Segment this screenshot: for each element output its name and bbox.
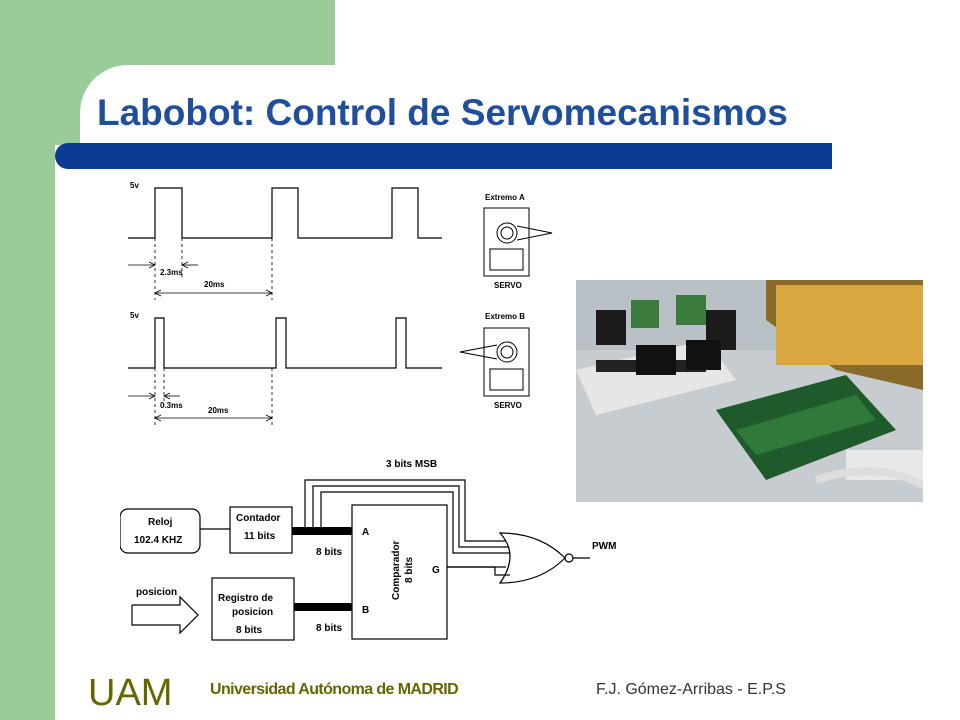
bus-b-label: 8 bits bbox=[316, 623, 343, 634]
servo-a-label: Extremo A bbox=[485, 193, 525, 202]
port-a: A bbox=[362, 527, 369, 538]
msb-label: 3 bits MSB bbox=[386, 459, 437, 470]
side-band bbox=[0, 0, 55, 720]
bus-a-label: 8 bits bbox=[316, 547, 343, 558]
bus-a bbox=[292, 527, 352, 535]
output-label: PWM bbox=[592, 541, 616, 552]
register-label: Registro de bbox=[218, 593, 273, 604]
comparator-bits: 8 bits bbox=[404, 556, 415, 583]
counter-bits: 11 bits bbox=[244, 531, 276, 542]
clock-frequency: 102.4 KHZ bbox=[134, 535, 182, 546]
voltage-label-top: 5v bbox=[130, 181, 139, 190]
servo-a-caption: SERVO bbox=[494, 281, 522, 290]
voltage-label-bottom: 5v bbox=[130, 311, 139, 320]
servo-b-label: Extremo B bbox=[485, 312, 525, 321]
period-label-top: 20ms bbox=[204, 280, 225, 289]
bus-b bbox=[294, 603, 352, 611]
timing-diagram: 5v 2.3ms 20ms 5v 0.3ms 20ms Extremo A SE… bbox=[128, 181, 553, 425]
register-bits: 8 bits bbox=[236, 625, 263, 636]
labobot-photo bbox=[576, 280, 923, 502]
servo-icon-b bbox=[459, 327, 530, 397]
clock-label: Reloj bbox=[148, 517, 173, 528]
servo-b-caption: SERVO bbox=[494, 401, 522, 410]
period-label-bottom: 20ms bbox=[208, 406, 229, 415]
port-b: B bbox=[362, 605, 369, 616]
svg-text:UAM: UAM bbox=[88, 672, 172, 712]
counter-label: Contador bbox=[236, 513, 281, 524]
servo-icon-a bbox=[483, 207, 553, 277]
pulse-label-bottom: 0.3ms bbox=[160, 401, 183, 410]
pulse-label-top: 2.3ms bbox=[160, 268, 183, 277]
slide-title: Labobot: Control de Servomecanismos bbox=[97, 92, 788, 133]
input-label: posicion bbox=[136, 587, 177, 598]
university-name: Universidad Autónoma de MADRID bbox=[210, 681, 459, 698]
comparator-label: Comparador bbox=[391, 540, 402, 600]
port-g: G bbox=[432, 565, 440, 576]
author-credit: F.J. Gómez-Arribas - E.P.S bbox=[596, 681, 786, 698]
block-diagram: Reloj 102.4 KHZ Contador 11 bits Registr… bbox=[120, 459, 616, 641]
uam-logo: UAM bbox=[88, 672, 172, 712]
register-sub: posicion bbox=[232, 607, 273, 618]
title-underline-bar bbox=[55, 143, 832, 169]
